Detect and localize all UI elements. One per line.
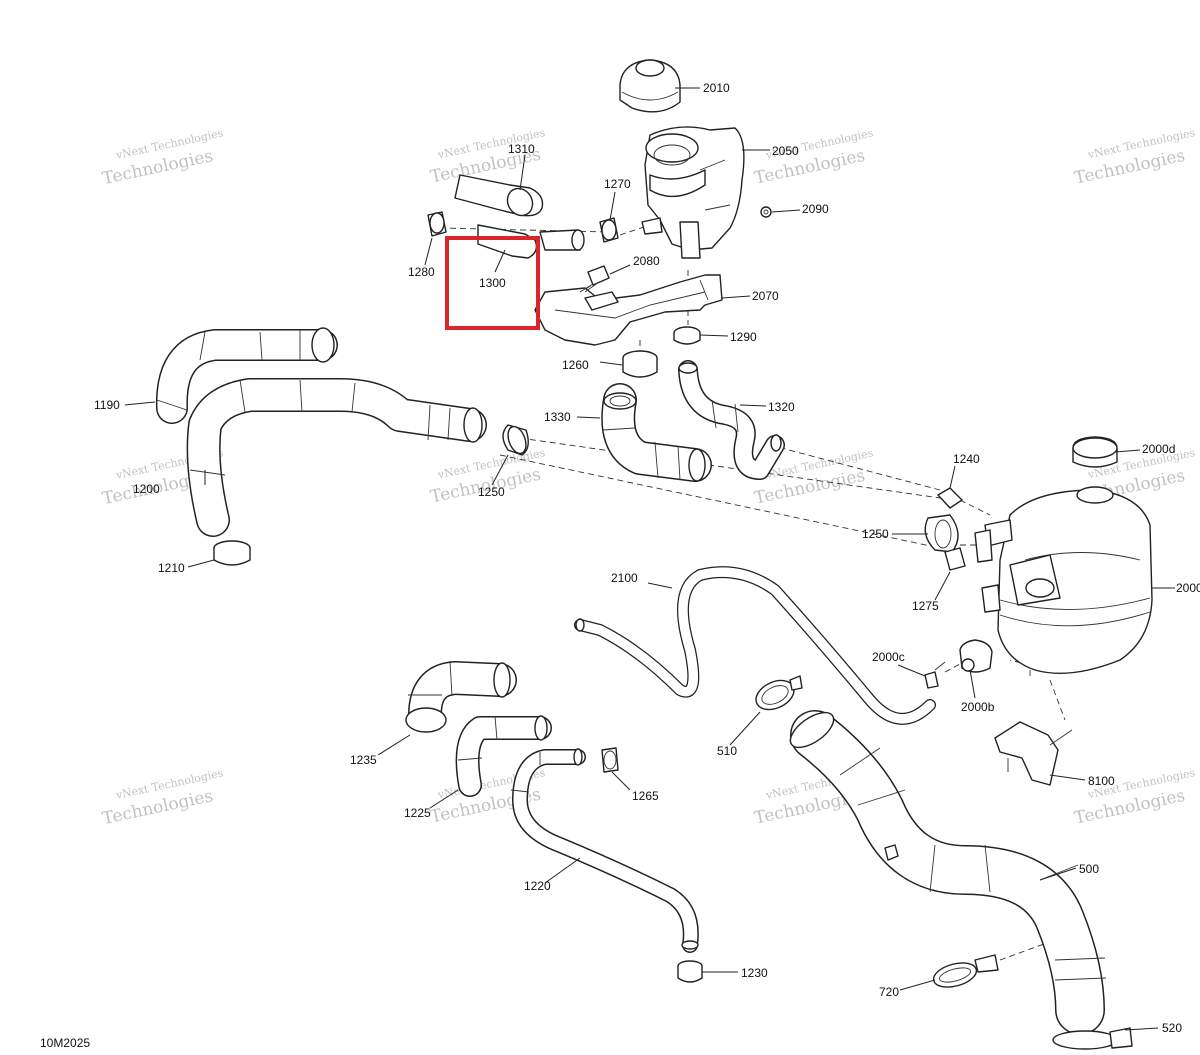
callout-1270: 1270 <box>604 177 631 191</box>
hose-500 <box>789 710 1107 1035</box>
clamp-1280 <box>427 211 447 237</box>
tank-cap-2000d <box>1072 436 1118 468</box>
callout-720: 720 <box>879 985 899 999</box>
callout-2070: 2070 <box>752 289 779 303</box>
callout-2000b: 2000b <box>961 700 995 714</box>
callout-1265: 1265 <box>632 789 659 803</box>
clamp-1230 <box>677 960 703 983</box>
clamp-520 <box>1052 1027 1133 1050</box>
coolant-reservoir-2050 <box>641 126 745 259</box>
clamp-1240 <box>937 487 963 509</box>
callout-510: 510 <box>717 744 737 758</box>
bolt-2080 <box>579 265 610 293</box>
clamp-1270 <box>599 217 619 243</box>
callout-1280: 1280 <box>408 265 435 279</box>
callout-2000c: 2000c <box>872 650 905 664</box>
clamp-1210 <box>213 540 251 566</box>
callout-2010: 2010 <box>703 81 730 95</box>
watermark-9: vNext Technologies Technologies <box>101 766 225 829</box>
callout-2050: 2050 <box>772 144 799 158</box>
callout-1275: 1275 <box>912 599 939 613</box>
callout-500: 500 <box>1079 862 1099 876</box>
hose-1320 <box>678 360 785 480</box>
callout-1310: 1310 <box>508 142 535 156</box>
drawing-code: 10M2025 <box>40 1036 90 1050</box>
hose-1220 <box>510 748 699 953</box>
hose-1235 <box>405 660 517 733</box>
expansion-tank-2000 <box>974 486 1153 674</box>
callout-1330: 1330 <box>544 410 571 424</box>
hose-1190 <box>155 327 338 424</box>
callout-8100: 8100 <box>1088 774 1115 788</box>
callout-1235: 1235 <box>350 753 377 767</box>
callout-1240: 1240 <box>953 452 980 466</box>
leader-lines <box>124 87 1175 1031</box>
callout-1200: 1200 <box>133 482 160 496</box>
bolt-2000c <box>924 661 946 689</box>
bracket-2070 <box>534 274 723 346</box>
callout-1210: 1210 <box>158 561 185 575</box>
watermark-3: vNext Technologies Technologies <box>753 126 875 188</box>
callout-1250-lower: 1250 <box>862 527 889 541</box>
sensor-2000b <box>959 639 993 673</box>
hose-1330 <box>601 383 712 482</box>
callout-1250-upper: 1250 <box>478 485 505 499</box>
callout-520: 520 <box>1162 1021 1182 1035</box>
clamp-1275 <box>944 547 966 571</box>
callout-2000d: 2000d <box>1142 442 1175 456</box>
mount-8100 <box>994 721 1073 786</box>
callout-2100: 2100 <box>611 571 638 585</box>
callout-1190: 1190 <box>94 398 120 412</box>
clamp-720 <box>932 954 999 988</box>
watermark-2: vNext Technologies Technologies <box>429 126 547 187</box>
highlight-box <box>445 236 540 330</box>
callout-2080: 2080 <box>633 254 660 268</box>
watermark-4: vNext Technologies Technologies <box>1073 126 1197 189</box>
callout-1290: 1290 <box>730 330 757 344</box>
callout-1225: 1225 <box>404 806 431 820</box>
clamp-1265 <box>601 747 619 773</box>
watermark-1: vNext Technologies Technologies <box>101 126 225 189</box>
clamp-1250-upper <box>502 424 529 456</box>
hose-1310 <box>454 174 544 217</box>
assembly-lines <box>439 224 1076 1036</box>
callout-2000: 2000 <box>1176 581 1200 595</box>
callout-1260: 1260 <box>562 358 589 372</box>
hose-1300 <box>477 224 585 259</box>
callout-labels: 2010 2050 2090 1310 1270 2080 2070 1280 … <box>94 81 1200 1035</box>
callout-1300: 1300 <box>479 276 506 290</box>
callout-1220: 1220 <box>524 879 551 893</box>
callout-1320: 1320 <box>768 400 795 414</box>
callout-1230: 1230 <box>741 966 768 980</box>
clamp-1290 <box>673 326 701 345</box>
clamp-1260 <box>622 350 658 378</box>
clamp-1250-lower <box>924 514 959 553</box>
radiator-cap-2010 <box>619 59 681 113</box>
clamp-510 <box>755 675 803 711</box>
fitting-2090 <box>760 206 772 218</box>
hose-1225 <box>455 715 552 797</box>
callout-2090: 2090 <box>802 202 829 216</box>
hose-2100 <box>574 566 936 725</box>
